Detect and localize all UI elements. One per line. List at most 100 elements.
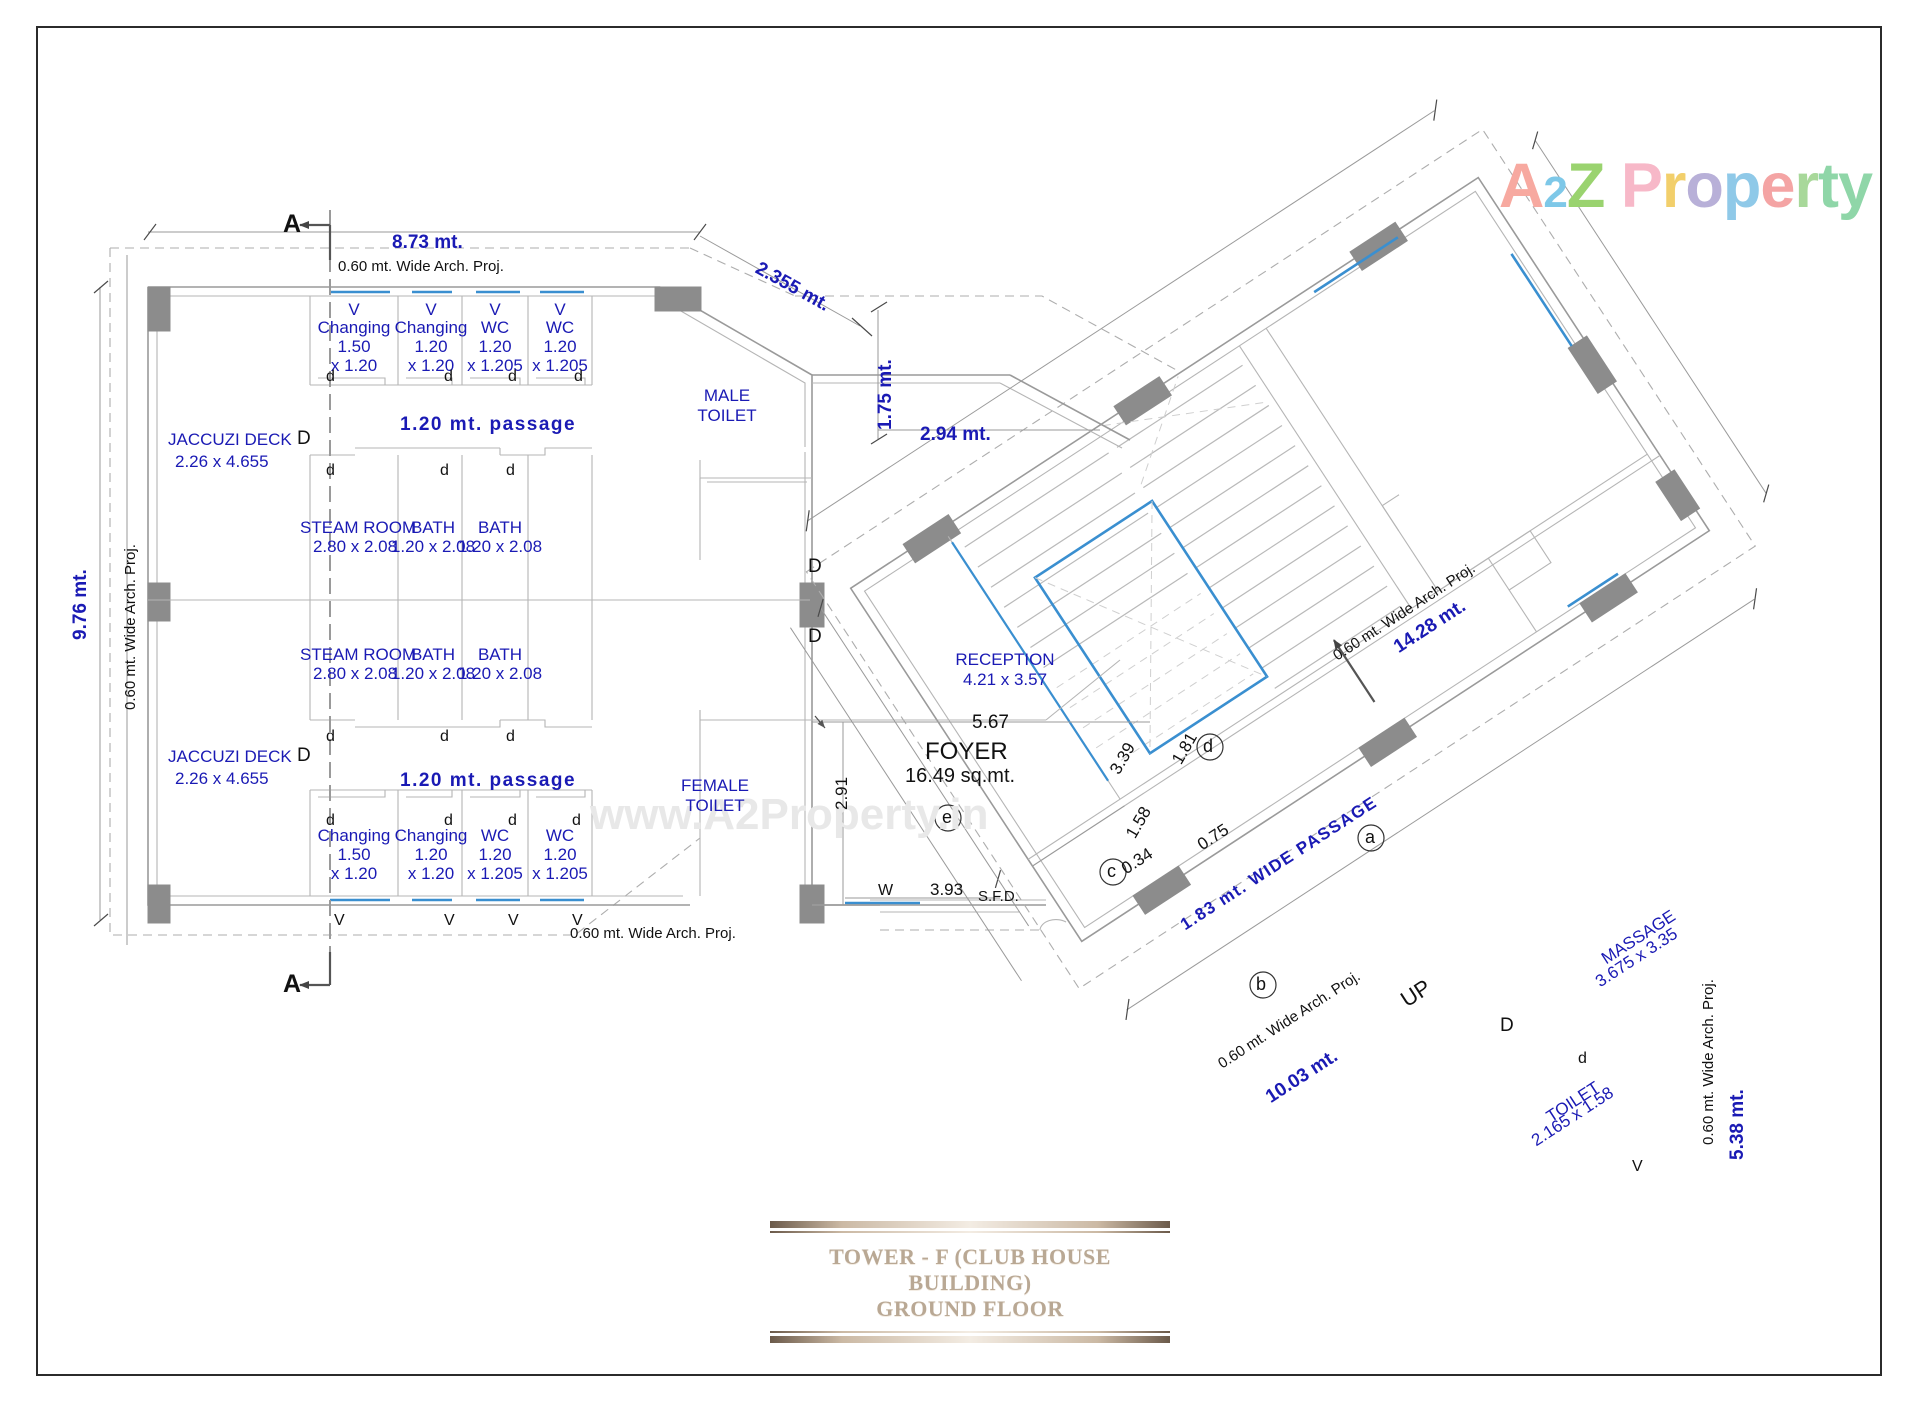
vent-mark-b2: V — [508, 912, 519, 929]
room-bath-l2-dim: 1.20 x 2.08 — [457, 664, 543, 683]
room-bath-l1-name: BATH — [410, 645, 456, 664]
room-dim-1: 1.20 — [543, 845, 577, 864]
room-dim-2: x 1.20 — [407, 356, 455, 375]
sfd-label: S.F.D. — [978, 888, 1019, 905]
passage-upper: 1.20 mt. passage — [400, 414, 577, 435]
reception-name: RECEPTION — [955, 650, 1055, 669]
door-mark-d: d — [572, 812, 581, 829]
room-name: Changing — [394, 826, 468, 845]
room-tag-v: V — [348, 300, 360, 319]
logo-2: 2 — [1543, 168, 1568, 217]
dim-chamfer-small: 1.75 mt. — [875, 359, 896, 430]
female-toilet-label-2: TOILET — [685, 796, 745, 815]
door-mark-steam-lower: d — [326, 728, 335, 745]
dim-top-width: 8.73 mt. — [392, 232, 463, 253]
drawing-title-line-1: TOWER - F (CLUB HOUSE BUILDING) — [829, 1244, 1111, 1295]
room-dim-2: x 1.205 — [467, 356, 523, 375]
room-dim-2: x 1.20 — [330, 864, 378, 883]
title-rule-bottom-thin — [770, 1331, 1170, 1333]
ref-mark-e: e — [942, 807, 953, 827]
title-rule-bottom — [770, 1336, 1170, 1343]
window-mark-massage: d — [1578, 1050, 1587, 1067]
url-watermark: www.A2Property.in — [590, 790, 989, 839]
drawing-title-line-2: GROUND FLOOR — [876, 1296, 1064, 1321]
room-dim-2: x 1.205 — [532, 356, 588, 375]
room-name: WC — [480, 318, 510, 337]
door-mark-jaccuzi-upper: D — [297, 428, 311, 449]
drawing-border — [36, 26, 1882, 1376]
room-bath-l1-dim: 1.20 x 2.08 — [390, 664, 476, 683]
room-dim-2: x 1.205 — [467, 864, 523, 883]
room-dim-1: 1.20 — [543, 337, 577, 356]
room-bath-u1-name: BATH — [410, 518, 456, 537]
door-mark-bath-u2: d — [506, 462, 515, 479]
door-mark-female-toilet: D — [808, 626, 822, 647]
a2z-property-logo: A2Z Property — [1498, 150, 1873, 222]
door-mark-d: d — [326, 812, 335, 829]
foyer-area: 16.49 sq.mt. — [905, 765, 1016, 787]
vent-mark-toilet: V — [1632, 1158, 1643, 1175]
room-bath-u2-dim: 1.20 x 2.08 — [457, 537, 543, 556]
door-mark-d: d — [508, 368, 517, 385]
door-mark-steam-upper: d — [326, 462, 335, 479]
foyer-depth-dim: 2.91 — [832, 776, 851, 810]
door-mark-d: d — [326, 368, 335, 385]
room-dim-1: 1.20 — [478, 845, 512, 864]
dim-wing-end: 5.38 mt. — [1727, 1089, 1748, 1160]
door-mark-jaccuzi-lower: D — [297, 745, 311, 766]
room-jaccuzi-upper-dim: 2.26 x 4.655 — [175, 452, 269, 471]
vent-mark-b1: V — [444, 912, 455, 929]
window-mark-w: W — [878, 882, 894, 899]
room-bath-u1-dim: 1.20 x 2.08 — [390, 537, 476, 556]
logo-z: Z — [1566, 151, 1605, 221]
logo-a: A — [1498, 151, 1544, 221]
ref-mark-d: d — [1203, 736, 1214, 756]
room-steam-lower-dim: 2.80 x 2.08 — [312, 664, 398, 683]
room-name: Changing — [317, 826, 391, 845]
foyer-name: FOYER — [925, 738, 1008, 765]
door-mark-male-toilet: D — [808, 556, 822, 577]
ref-mark-a: a — [1365, 827, 1376, 847]
dim-upper-right: 2.94 mt. — [920, 424, 991, 445]
room-dim-1: 1.20 — [478, 337, 512, 356]
door-mark-massage: D — [1500, 1015, 1514, 1036]
door-mark-d: d — [508, 812, 517, 829]
section-mark-a-top: A — [283, 210, 302, 238]
passage-lower: 1.20 mt. passage — [400, 770, 577, 791]
note-proj-bottom: 0.60 mt. Wide Arch. Proj. — [570, 925, 736, 942]
room-name: WC — [545, 318, 575, 337]
door-mark-bath-l1: d — [440, 728, 449, 745]
room-dim-2: x 1.20 — [407, 864, 455, 883]
title-block: TOWER - F (CLUB HOUSE BUILDING) GROUND F… — [770, 1218, 1170, 1346]
door-mark-bath-l2: d — [506, 728, 515, 745]
male-toilet-label-2: TOILET — [697, 406, 757, 425]
title-rule-top — [770, 1221, 1170, 1228]
room-name: WC — [545, 826, 575, 845]
note-proj-wing-end: 0.60 mt. Wide Arch. Proj. — [1700, 979, 1717, 1145]
vent-mark-b0: V — [334, 912, 345, 929]
door-mark-d: d — [574, 368, 583, 385]
reception-dim: 4.21 x 3.57 — [962, 670, 1048, 689]
room-bath-l2-name: BATH — [477, 645, 523, 664]
room-name: Changing — [394, 318, 468, 337]
ref-mark-c: c — [1107, 861, 1116, 881]
room-jaccuzi-lower-dim: 2.26 x 4.655 — [175, 769, 269, 788]
room-tag-v: V — [489, 300, 501, 319]
note-proj-top: 0.60 mt. Wide Arch. Proj. — [338, 258, 504, 275]
room-dim-1: 1.20 — [414, 845, 448, 864]
room-steam-upper-dim: 2.80 x 2.08 — [312, 537, 398, 556]
room-dim-2: x 1.205 — [532, 864, 588, 883]
room-name: Changing — [317, 318, 391, 337]
room-steam-upper-name: STEAM ROOM — [300, 518, 417, 537]
logo-word: Property — [1620, 151, 1873, 221]
door-mark-d: d — [444, 812, 453, 829]
room-steam-lower-name: STEAM ROOM — [300, 645, 417, 664]
room-jaccuzi-lower-name: JACCUZI DECK — [168, 747, 292, 766]
room-bath-u2-name: BATH — [477, 518, 523, 537]
room-tag-v: V — [554, 300, 566, 319]
dim-left-height: 9.76 mt. — [70, 569, 91, 640]
door-mark-bath-u1: d — [440, 462, 449, 479]
note-proj-left: 0.60 mt. Wide Arch. Proj. — [122, 544, 139, 710]
